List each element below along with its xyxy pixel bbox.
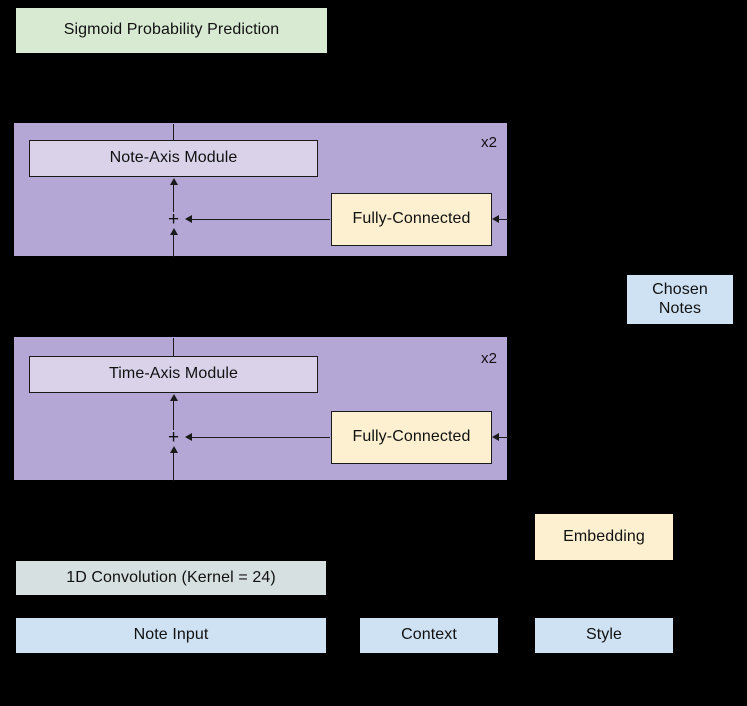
time-axis-repeat-label: x2	[481, 350, 498, 367]
node-note-axis-fully-connected: Fully-Connected	[331, 193, 492, 246]
node-time-axis-fully-connected: Fully-Connected	[331, 411, 492, 464]
node-label-output: Sigmoid Probability Prediction	[63, 21, 280, 39]
time-axis-input-to-sum-arrowhead	[170, 446, 178, 453]
note-axis-sum-junction: +	[168, 209, 180, 230]
node-label-time-axis-module: Time-Axis Module	[108, 365, 239, 383]
note-axis-sum-to-module-arrowhead	[170, 178, 178, 185]
note-axis-dense-to-sum-arrowhead	[185, 215, 192, 223]
time-axis-dense-to-sum-arrowhead	[185, 433, 192, 441]
node-context: Context	[360, 618, 498, 653]
node-label-style: Style	[585, 626, 623, 644]
note-axis-sum-to-module-line	[173, 184, 174, 212]
note-axis-output-line	[173, 124, 174, 140]
node-sigmoid-probability-prediction: Sigmoid Probability Prediction	[16, 8, 327, 53]
time-axis-dense-to-sum-line	[188, 437, 330, 438]
node-label-note-axis-fully-connected: Fully-Connected	[352, 210, 471, 228]
node-1d-convolution: 1D Convolution (Kernel = 24)	[16, 561, 326, 595]
node-style: Style	[535, 618, 673, 653]
time-axis-sum-to-module-line	[173, 400, 174, 430]
time-axis-external-input-arrowhead	[492, 433, 499, 441]
note-axis-external-input-line	[495, 219, 508, 220]
time-axis-sum-junction: +	[168, 427, 180, 448]
node-label-1d-convolution: 1D Convolution (Kernel = 24)	[66, 568, 276, 586]
time-axis-block-container: Time-Axis Module + Fully-Connected x2	[14, 337, 508, 481]
node-label-note-axis-module: Note-Axis Module	[109, 149, 238, 167]
node-label-context: Context	[401, 626, 457, 644]
note-axis-input-to-sum-arrowhead	[170, 228, 178, 235]
node-chosen-notes: Chosen Notes	[627, 275, 733, 324]
note-axis-external-input-arrowhead	[492, 215, 499, 223]
node-embedding: Embedding	[535, 514, 673, 560]
time-axis-external-input-line	[495, 437, 508, 438]
node-label-chosen-notes: Chosen Notes	[652, 281, 708, 317]
time-axis-sum-to-module-arrowhead	[170, 394, 178, 401]
node-label-note-input: Note Input	[133, 626, 209, 644]
node-label-time-axis-fully-connected: Fully-Connected	[352, 428, 471, 446]
time-axis-output-line	[173, 338, 174, 356]
time-axis-input-to-sum-line	[173, 452, 174, 481]
note-axis-dense-to-sum-line	[188, 219, 330, 220]
node-note-axis-module: Note-Axis Module	[29, 140, 318, 177]
node-time-axis-module: Time-Axis Module	[29, 356, 318, 393]
note-axis-repeat-label: x2	[481, 134, 498, 151]
node-label-embedding: Embedding	[563, 527, 645, 545]
note-axis-block-container: Note-Axis Module + Fully-Connected x2	[14, 123, 508, 257]
note-axis-input-to-sum-line	[173, 234, 174, 257]
node-note-input: Note Input	[16, 618, 326, 653]
